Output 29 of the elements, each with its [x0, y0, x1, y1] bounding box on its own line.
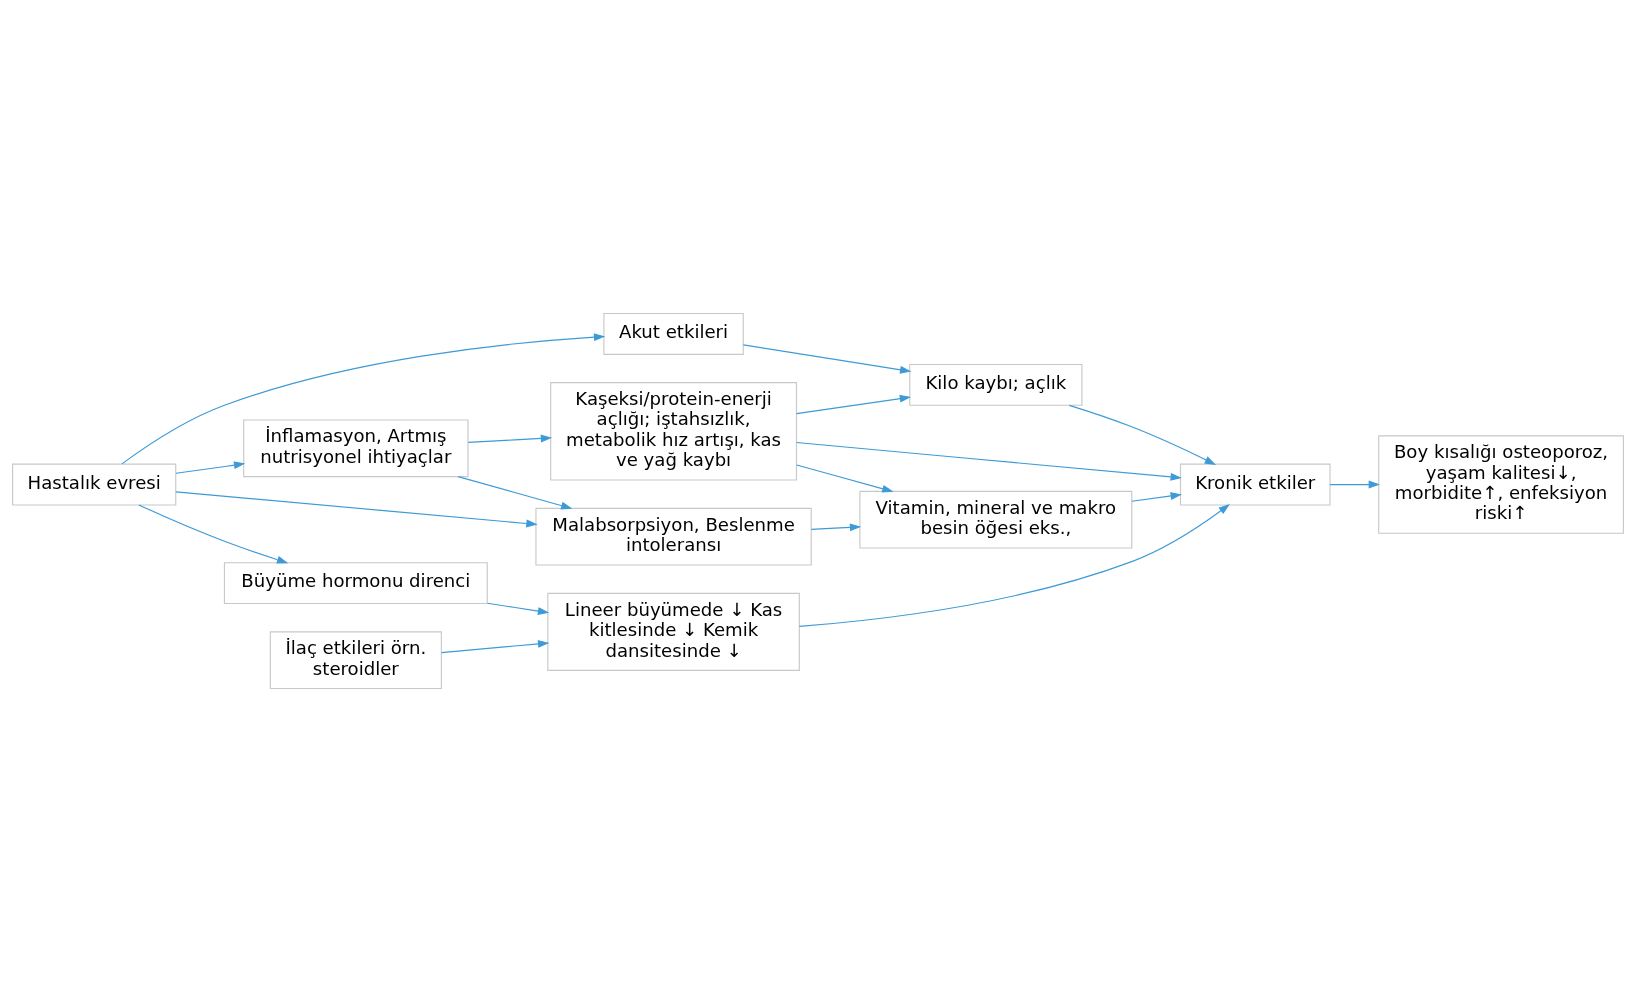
arrow	[175, 460, 246, 474]
arrow	[1329, 480, 1380, 489]
arrow	[798, 503, 1230, 627]
arrow	[1131, 491, 1182, 502]
node-box: Kilo kaybı; açlık	[909, 363, 1083, 406]
arrow	[487, 602, 550, 615]
node-box: Hastalık evresi	[12, 463, 177, 506]
arrow	[810, 522, 862, 531]
node-box: Kronik etkiler	[1179, 463, 1331, 506]
arrow	[175, 490, 538, 527]
node-box: İlaç etkileri örn. steroidler	[269, 630, 442, 689]
node-box: Büyüme hormonu direnci	[223, 561, 488, 604]
node-box: Vitamin, mineral ve makro besin öğesi eks.,	[859, 490, 1133, 549]
arrow	[121, 332, 606, 464]
arrow	[467, 433, 553, 443]
arrow	[138, 503, 289, 563]
arrow	[440, 639, 550, 653]
arrow	[795, 441, 1182, 481]
node-box: Malabsorpsiyon, Beslenme intoleransı	[535, 507, 812, 566]
node-box: Kaşeksi/protein-enerji açlığı; iştahsızlık, metabolik hız artışı, kas ve yağ kaybı	[550, 381, 798, 481]
arrow	[796, 394, 912, 414]
node-box: Akut etkileri	[603, 312, 744, 355]
node-box: Lineer büyümede ↓ Kas kitlesinde ↓ Kemik dansitesinde ↓	[547, 592, 800, 671]
arrow	[796, 463, 894, 493]
arrow	[742, 343, 912, 374]
node-box: Boy kısalığı osteoporoz, yaşam kalitesi↓, morbidite↑, enfeksiyon riski↑	[1378, 434, 1624, 534]
node-box: İnflamasyon, Artmış nutrisyonel ihtiyaçlar	[243, 418, 469, 477]
arrow	[457, 475, 573, 509]
arrow	[1068, 404, 1217, 465]
